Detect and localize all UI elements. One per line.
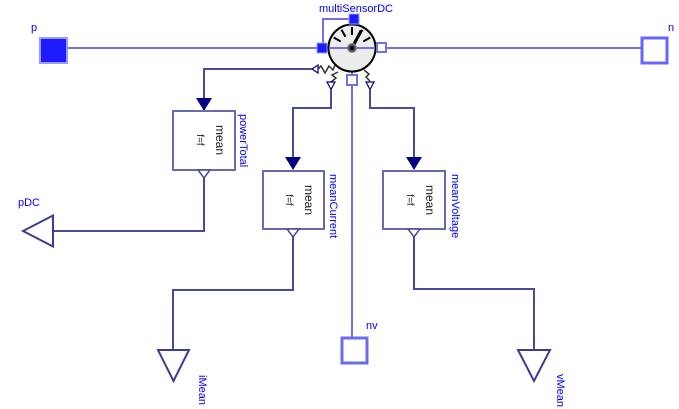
nv-pin-square[interactable] [340, 336, 369, 365]
powertotal-input-arrow [196, 98, 212, 111]
powertotal-output-icon[interactable] [196, 169, 212, 180]
sensor-output-squiggles [317, 64, 371, 83]
multisensordc-sensor[interactable] [310, 13, 387, 91]
wire-voltage-to-meanvoltage[interactable] [369, 89, 415, 158]
connector-n[interactable]: n [640, 22, 674, 65]
wire-meancurrent-to-imean[interactable] [172, 236, 294, 350]
connector-nv[interactable]: nv [340, 320, 378, 365]
powertotal-title: mean [213, 125, 227, 155]
powertotal-body[interactable] [172, 110, 236, 171]
output-vmean[interactable]: vMean [516, 349, 566, 407]
wire-power-to-powertotal[interactable] [203, 68, 312, 100]
n-pin-square[interactable] [640, 36, 669, 65]
output-imean[interactable]: iMean [156, 349, 208, 405]
pdc-label: pDC [18, 197, 40, 209]
sensor-pin-pv[interactable] [348, 13, 360, 25]
connector-p[interactable]: p [31, 22, 68, 64]
sensor-voltage-output-icon[interactable] [365, 81, 375, 91]
pdc-triangle[interactable] [20, 213, 54, 249]
wire-current-to-meancurrent[interactable] [292, 89, 332, 158]
wire-meanvoltage-to-vmean[interactable] [413, 236, 535, 350]
block-meancurrent[interactable]: mean f=f meanCurrent [262, 170, 339, 239]
sensor-power-output-icon[interactable] [310, 63, 319, 75]
meanvoltage-title: mean [423, 185, 437, 215]
p-pin-square[interactable] [39, 37, 68, 64]
meancurrent-label: meanCurrent [327, 174, 339, 238]
signal-wires [53, 68, 535, 350]
meanvoltage-output-icon[interactable] [406, 228, 422, 239]
gauge-hub-center [350, 46, 354, 50]
meanvoltage-formula: f=f [404, 194, 415, 206]
meanvoltage-input-arrow [406, 157, 422, 170]
block-powertotal[interactable]: mean f=f powerTotal [172, 110, 249, 180]
imean-triangle[interactable] [156, 349, 191, 384]
nv-label: nv [366, 320, 378, 332]
imean-label: iMean [196, 375, 208, 405]
sensor-current-output-icon[interactable] [326, 81, 336, 91]
meancurrent-formula: f=f [283, 194, 294, 206]
meancurrent-title: mean [302, 185, 316, 215]
meanvoltage-label: meanVoltage [449, 174, 461, 238]
sensor-pin-nv[interactable] [346, 74, 358, 86]
meancurrent-body[interactable] [262, 170, 325, 230]
powertotal-formula: f=f [194, 134, 205, 146]
output-pdc[interactable]: pDC [18, 197, 54, 249]
sensor-pin-pc[interactable] [316, 42, 328, 54]
input-arrowheads [196, 98, 422, 170]
powertotal-label: powerTotal [237, 114, 249, 167]
vmean-label: vMean [554, 374, 566, 407]
multisensordc-label: multiSensorDC [319, 3, 393, 15]
wire-pv-to-pc[interactable] [322, 18, 354, 48]
wire-powertotal-to-pdc[interactable] [53, 177, 205, 232]
vmean-triangle[interactable] [516, 349, 552, 384]
meancurrent-input-arrow [285, 157, 301, 170]
n-label: n [668, 22, 674, 34]
block-meanvoltage[interactable]: mean f=f meanVoltage [382, 170, 461, 239]
p-label: p [31, 22, 37, 34]
sensor-pin-nc[interactable] [376, 42, 387, 53]
meancurrent-output-icon[interactable] [285, 228, 301, 239]
